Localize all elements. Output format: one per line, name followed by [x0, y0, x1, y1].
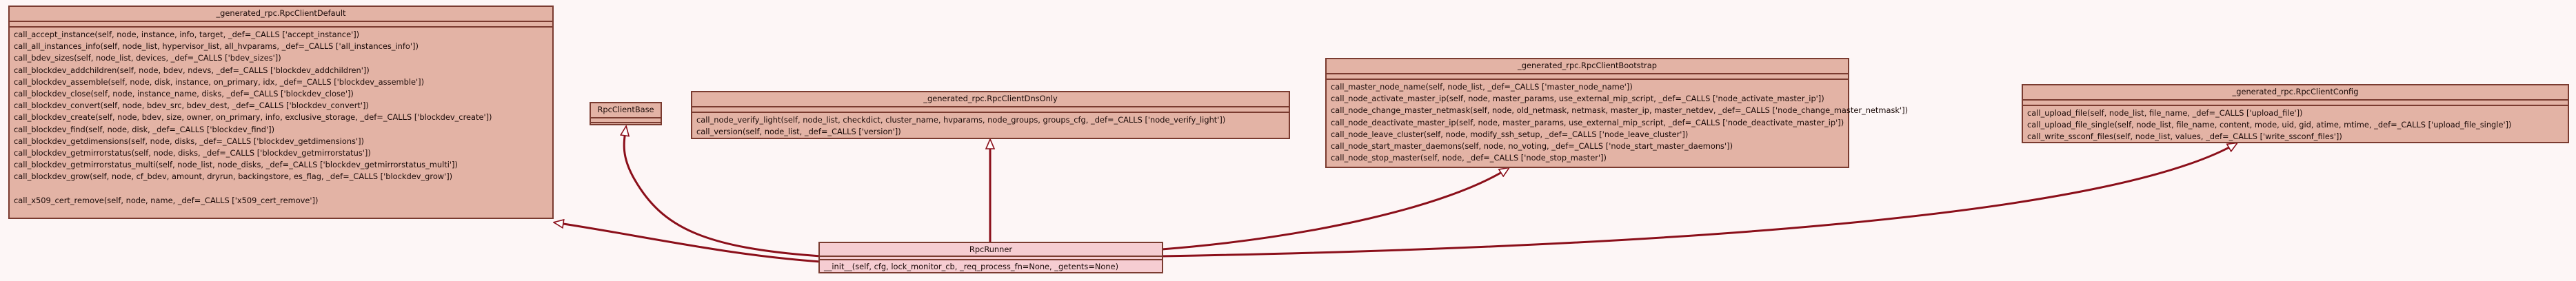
method: call_blockdev_getmirrorstatus_multi(self… — [14, 160, 458, 170]
class-title: _generated_rpc.RpcClientBootstrap — [1327, 59, 1848, 74]
class-rpc-runner[interactable]: RpcRunner __init__(self, cfg, lock_monit… — [818, 242, 1163, 273]
edge-runner-to-config — [1161, 143, 2237, 258]
class-rpc-client-bootstrap[interactable]: _generated_rpc.RpcClientBootstrap call_m… — [1325, 58, 1909, 168]
method: call_blockdev_convert(self, node, bdev_s… — [14, 101, 369, 111]
method: call_master_node_name(self, node_list, _… — [1331, 82, 1633, 92]
method: call_accept_instance(self, node, instanc… — [14, 30, 360, 39]
method: call_node_leave_cluster(self, node, modi… — [1331, 129, 1689, 139]
method: call_blockdev_assemble(self, node, disk,… — [14, 76, 425, 87]
method: call_write_ssconf_files(self, node_list,… — [2027, 132, 2342, 142]
method: call_blockdev_grow(self, node, cf_bdev, … — [14, 171, 453, 182]
class-methods: __init__(self, cfg, lock_monitor_cb, _re… — [820, 260, 1162, 274]
class-rpc-client-default[interactable]: _generated_rpc.RpcClientDefault call_acc… — [8, 6, 554, 219]
edge-runner-to-default — [554, 222, 821, 263]
class-methods: call_accept_instance(self, node, instanc… — [10, 28, 552, 208]
class-title: _generated_rpc.RpcClientDnsOnly — [692, 92, 1289, 107]
class-attributes — [1327, 74, 1848, 80]
class-attributes — [2023, 101, 2568, 106]
method: call_node_change_master_netmask(self, no… — [1331, 105, 1909, 116]
class-attributes — [692, 107, 1289, 113]
class-methods: call_node_verify_light(self, node_list, … — [692, 113, 1289, 139]
class-rpc-client-dns-only[interactable]: _generated_rpc.RpcClientDnsOnly call_nod… — [691, 91, 1290, 139]
method: call_blockdev_getmirrorstatus(self, node… — [14, 147, 371, 158]
edge-runner-to-base — [624, 127, 821, 258]
method: call_blockdev_close(self, node, instance… — [14, 88, 354, 98]
method: call_node_deactivate_master_ip(self, nod… — [1331, 117, 1844, 127]
method: call_node_activate_master_ip(self, node,… — [1331, 94, 1824, 104]
class-rpc-client-config[interactable]: _generated_rpc.RpcClientConfig call_uplo… — [2022, 84, 2569, 143]
method: call_bdev_sizes(self, node_list, devices… — [14, 53, 281, 63]
class-rpc-client-base[interactable]: RpcClientBase — [590, 102, 662, 125]
method: call_upload_file_single(self, node_list,… — [2027, 120, 2512, 130]
method: call_blockdev_addchildren(self, node, bd… — [14, 65, 370, 75]
method: __init__(self, cfg, lock_monitor_cb, _re… — [824, 262, 1119, 271]
method: call_blockdev_find(self, node, disk, _de… — [14, 124, 275, 134]
class-title: RpcClientBase — [591, 103, 661, 118]
class-methods: call_master_node_name(self, node_list, _… — [1327, 80, 1909, 165]
class-methods — [591, 123, 661, 127]
method: call_node_start_master_daemons(self, nod… — [1331, 140, 1733, 151]
method: call_version(self, node_list, _def=_CALL… — [696, 127, 901, 137]
class-title: RpcRunner — [820, 243, 1162, 257]
method-gap — [14, 183, 548, 194]
edge-runner-to-bootstrap — [1161, 168, 1509, 251]
class-attributes — [820, 257, 1162, 260]
class-attributes — [591, 118, 661, 123]
class-title: _generated_rpc.RpcClientDefault — [10, 7, 552, 22]
class-methods: call_upload_file(self, node_list, file_n… — [2023, 106, 2568, 145]
method: call_node_verify_light(self, node_list, … — [696, 115, 1226, 125]
class-attributes — [10, 22, 552, 28]
method: call_upload_file(self, node_list, file_n… — [2027, 108, 2303, 118]
class-title: _generated_rpc.RpcClientConfig — [2023, 85, 2568, 101]
method: call_x509_cert_remove(self, node, name, … — [14, 195, 319, 205]
method: call_blockdev_create(self, node, bdev, s… — [14, 112, 492, 123]
method: call_blockdev_getdimensions(self, node, … — [14, 136, 364, 146]
method: call_node_stop_master(self, node, _def=_… — [1331, 153, 1607, 163]
method: call_all_instances_info(self, node_list,… — [14, 41, 419, 52]
